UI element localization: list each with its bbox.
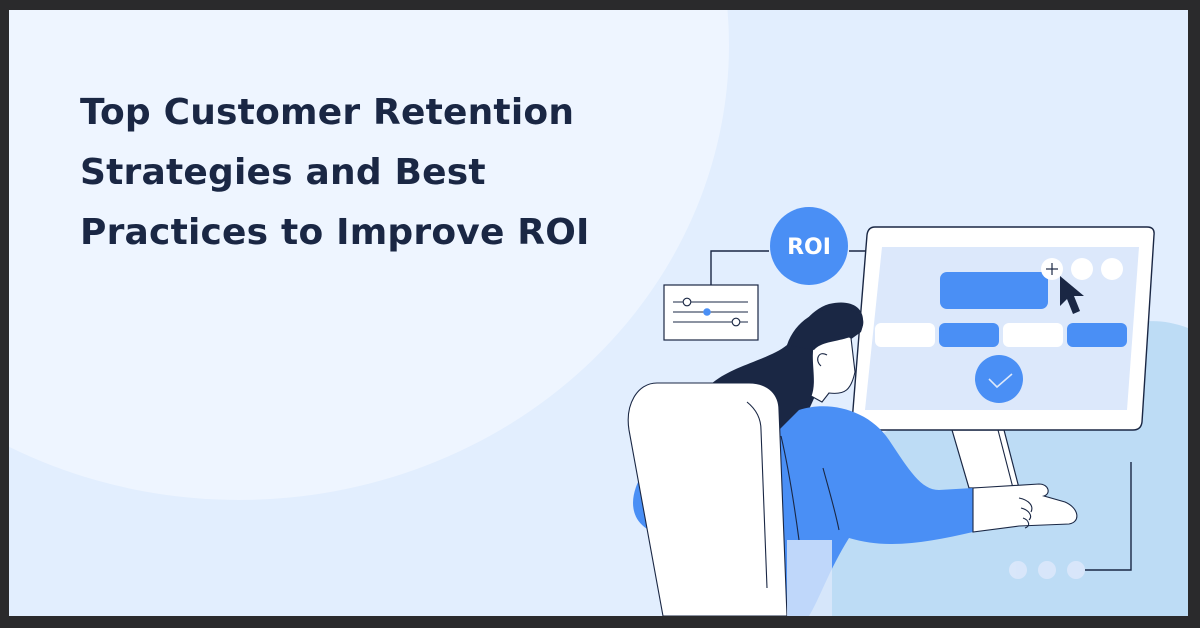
roi-badge-icon: ROI (770, 207, 848, 285)
round-button-2 (1071, 258, 1093, 280)
headline: Top Customer Retention Strategies and Be… (80, 83, 660, 263)
cursor-icon (1060, 276, 1084, 314)
person-hand (972, 483, 1078, 533)
headline-line-3: Practices to Improve ROI (80, 212, 590, 253)
headline-line-1: Top Customer Retention (80, 92, 575, 133)
checkmark-icon (988, 373, 1013, 389)
illustration: ROI (627, 207, 1188, 616)
svg-text:ROI: ROI (787, 235, 831, 260)
check-button (975, 355, 1023, 403)
headline-line-2: Strategies and Best (80, 152, 486, 193)
dots-icon (1009, 561, 1085, 579)
slider-panel-icon (663, 284, 759, 341)
monitor (851, 226, 1155, 431)
chair (627, 382, 788, 616)
screen-block-3 (1003, 323, 1063, 347)
banner-canvas: Top Customer Retention Strategies and Be… (9, 10, 1188, 616)
round-button-3 (1101, 258, 1123, 280)
screen-block-4 (1067, 323, 1127, 347)
screen-block-2 (939, 323, 999, 347)
screen-block-1 (875, 323, 935, 347)
plus-icon (1046, 263, 1058, 275)
screen-primary-block (940, 272, 1048, 309)
